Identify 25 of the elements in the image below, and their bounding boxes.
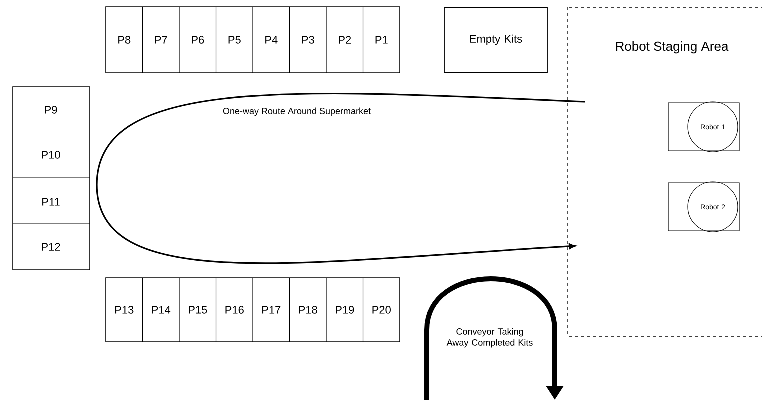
shelf-cell: P1 [376, 36, 388, 44]
conveyor-label: Conveyor Taking Away Completed Kits [446, 328, 533, 348]
shelf-cell: P11 [42, 198, 60, 206]
shelf-cell: P9 [45, 106, 58, 114]
shelf-cell: P16 [226, 306, 244, 314]
shelf-cell: P18 [299, 306, 318, 314]
shelf-cell: P5 [228, 36, 241, 44]
shelf-cell: P20 [372, 306, 391, 314]
shelf-cell: P10 [42, 151, 60, 159]
shelf-cell: P19 [336, 306, 354, 314]
shelf-cell: P8 [118, 36, 131, 44]
kit-box: Empty Kits [444, 7, 548, 73]
shelf-cell: P3 [302, 36, 314, 44]
robot-bay [668, 102, 740, 152]
shelf-cell: P14 [152, 306, 171, 314]
shelf-cell: P17 [262, 306, 281, 314]
shelf-cell: P7 [155, 36, 168, 44]
shelf-cell: P15 [189, 306, 208, 314]
route-label: One-way Route Around Supermarket [223, 108, 371, 116]
shelf-cell: P12 [42, 243, 60, 251]
shelf-cell: P6 [192, 36, 204, 44]
shelf-cell: P13 [116, 306, 134, 314]
shelf-cell: P4 [266, 36, 278, 44]
shelf-cell: P2 [339, 36, 352, 44]
robot-bay [668, 182, 740, 232]
